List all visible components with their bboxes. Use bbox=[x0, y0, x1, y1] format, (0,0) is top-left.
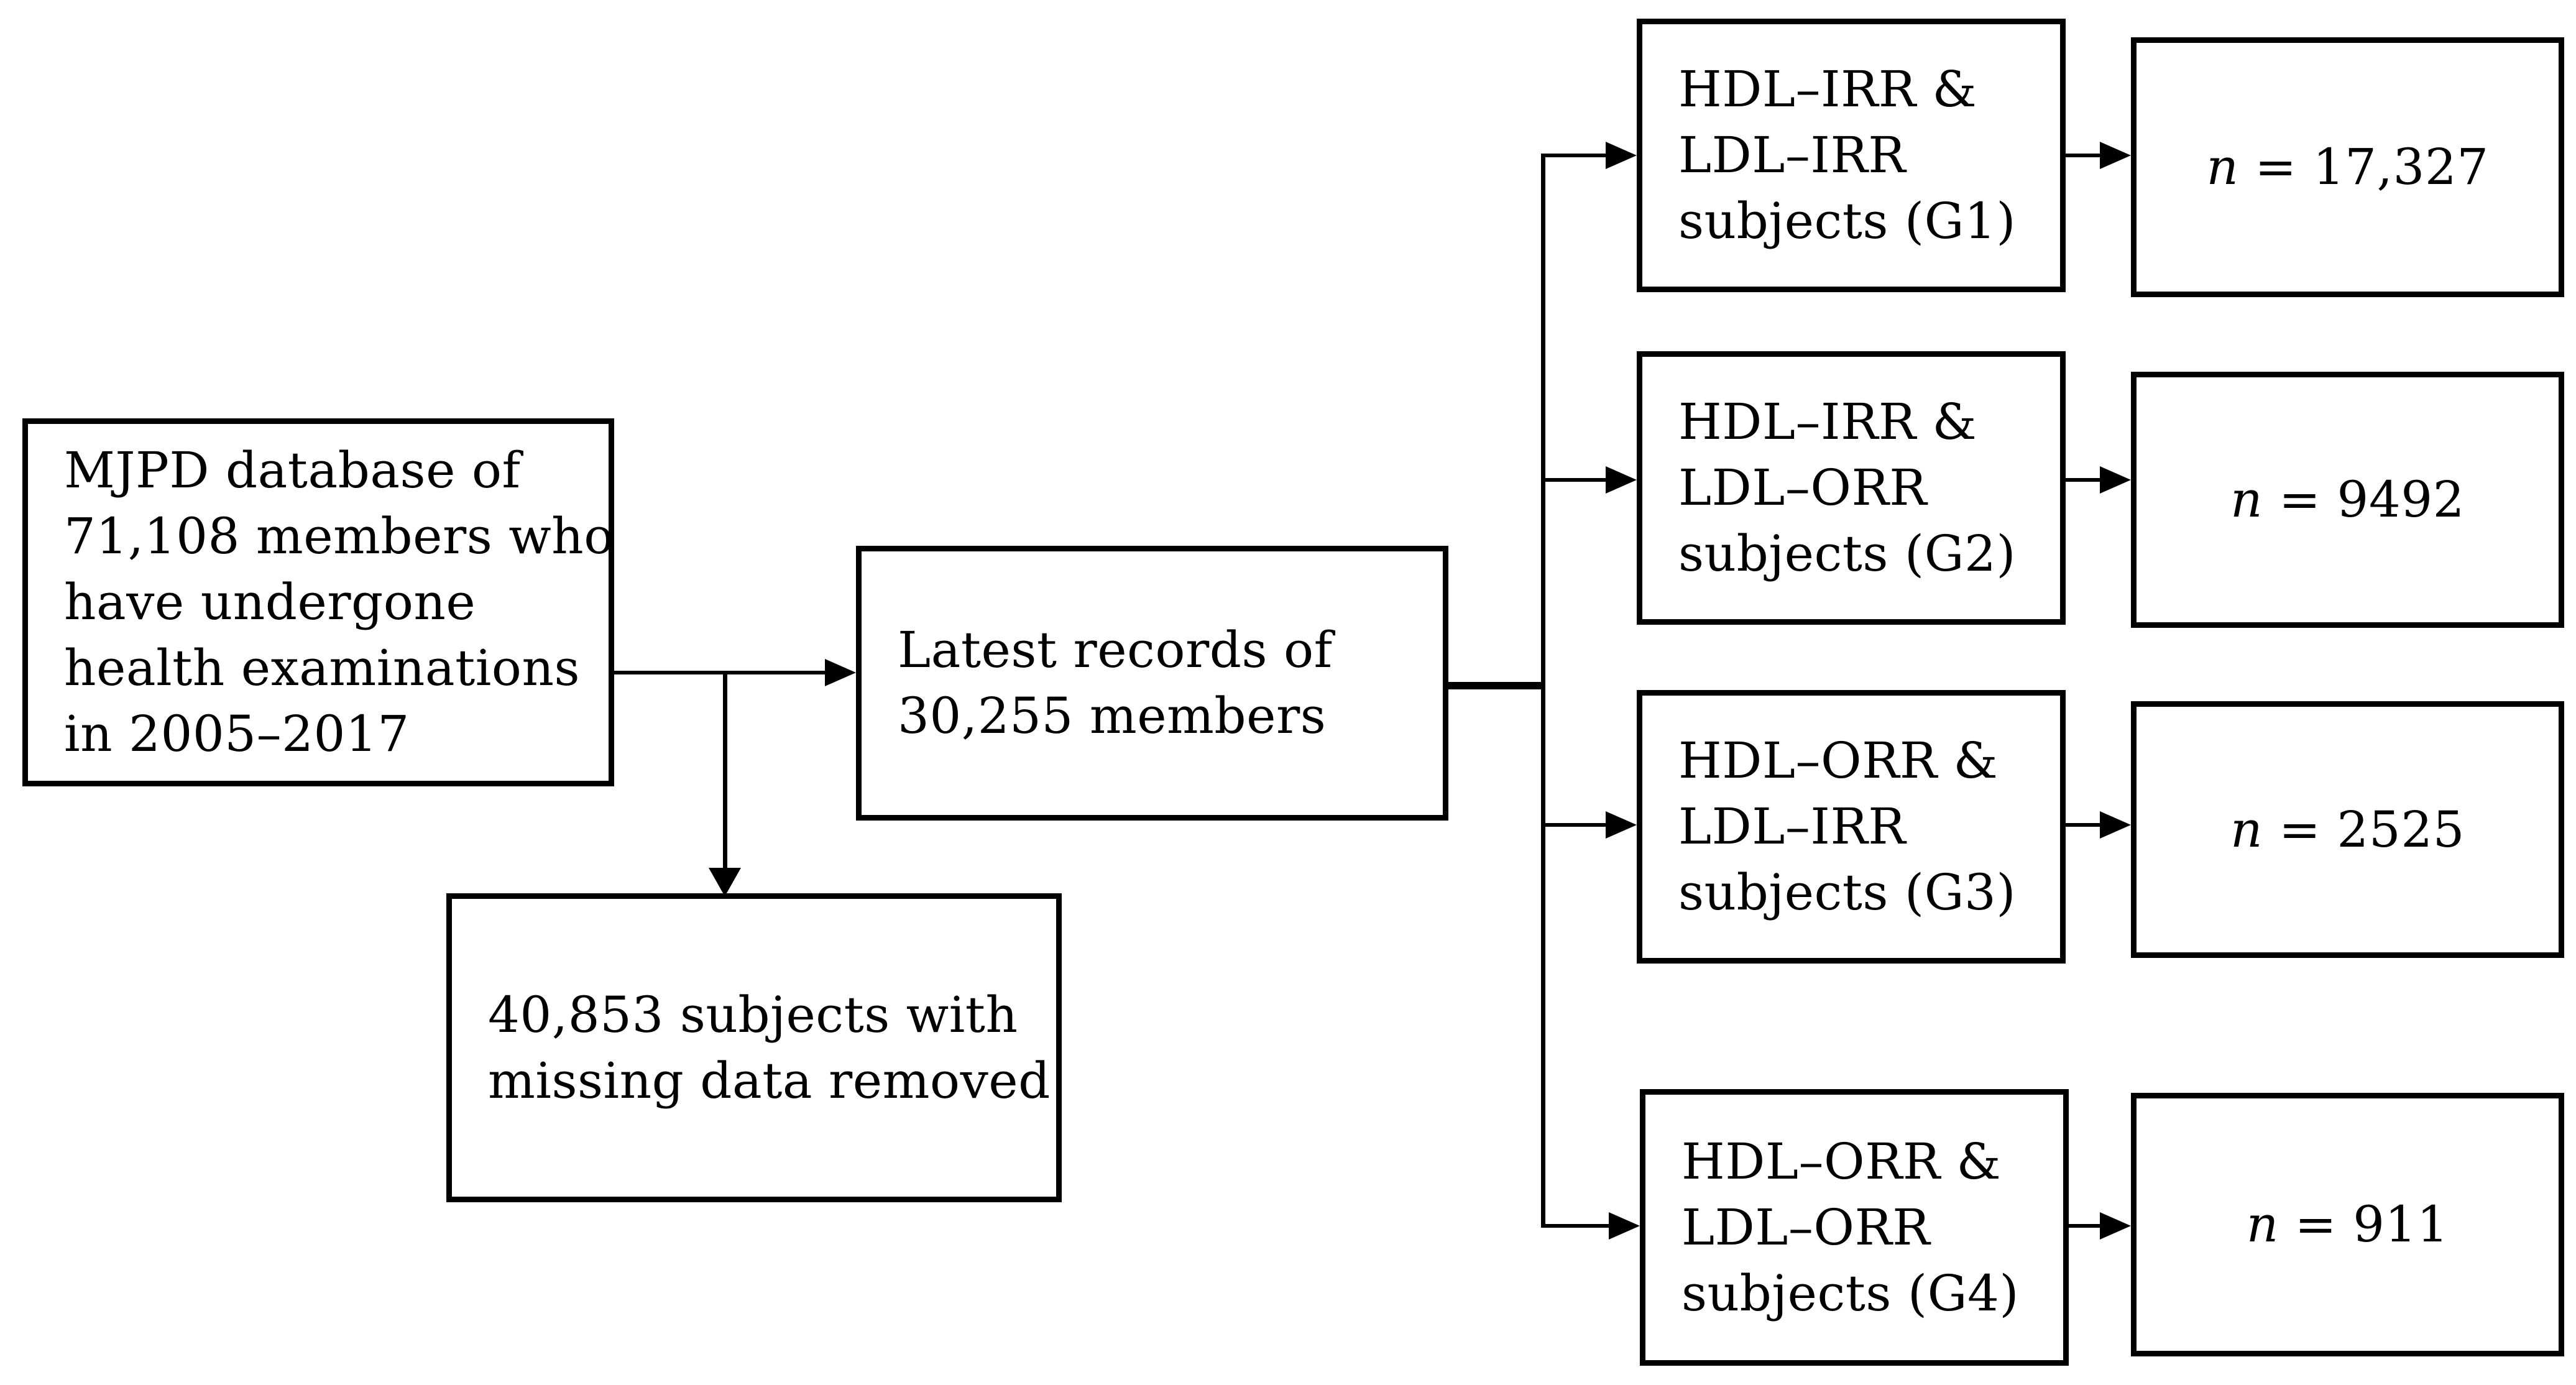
box-n-g1: n = 17,327 bbox=[2131, 37, 2564, 297]
box-n-g4: n = 911 bbox=[2131, 1093, 2564, 1356]
group-line: HDL–ORR & bbox=[1681, 1132, 2002, 1190]
removed-line: missing data removed bbox=[488, 1051, 1051, 1110]
n-number: = 17,327 bbox=[2255, 138, 2489, 196]
connector-down-to-removed-arrowhead bbox=[709, 868, 741, 896]
group-line: LDL–IRR bbox=[1678, 126, 1906, 184]
branch-to-g1 bbox=[1543, 154, 1609, 157]
branch-to-g2 bbox=[1543, 478, 1609, 482]
n-symbol: n bbox=[2206, 138, 2239, 196]
branch-to-g2-arrowhead bbox=[1606, 466, 1637, 494]
group-line: subjects (G2) bbox=[1678, 525, 2017, 582]
n-number: = 9492 bbox=[2278, 471, 2465, 528]
box-group-g3: HDL–ORR & LDL–IRR subjects (G3) bbox=[1637, 690, 2066, 964]
latest-line: Latest records of bbox=[898, 621, 1333, 679]
group-line: LDL–ORR bbox=[1678, 459, 1927, 517]
n-number: = 2525 bbox=[2278, 800, 2465, 858]
connector-g1-to-n bbox=[2066, 154, 2103, 157]
removed-line: 40,853 subjects with bbox=[488, 985, 1018, 1044]
branch-to-g3 bbox=[1543, 823, 1609, 827]
box-n-g3: n = 2525 bbox=[2131, 701, 2564, 958]
connector-trunk bbox=[1541, 154, 1545, 1228]
connector-g4-to-n bbox=[2069, 1224, 2103, 1228]
branch-to-g1-arrowhead bbox=[1606, 142, 1637, 169]
source-line: MJPD database of bbox=[64, 441, 521, 499]
branch-to-g3-arrowhead bbox=[1606, 811, 1637, 839]
group-line: HDL–IRR & bbox=[1678, 393, 1977, 451]
group-line: LDL–IRR bbox=[1678, 798, 1906, 855]
n-number: = 911 bbox=[2294, 1195, 2449, 1253]
connector-source-to-latest bbox=[614, 671, 828, 674]
connector-latest-to-trunk bbox=[1448, 682, 1545, 689]
source-line: 71,108 members who bbox=[64, 507, 614, 565]
n-value: n = 17,327 bbox=[2206, 134, 2488, 200]
box-group-g4: HDL–ORR & LDL–ORR subjects (G4) bbox=[1640, 1089, 2069, 1366]
group-line: subjects (G1) bbox=[1678, 192, 2017, 250]
group-line: HDL–ORR & bbox=[1678, 732, 1999, 789]
branch-to-g4-arrowhead bbox=[1609, 1212, 1640, 1240]
connector-g2-to-n bbox=[2066, 478, 2103, 482]
connector-source-to-latest-arrowhead bbox=[825, 659, 856, 686]
connector-g1-to-n-arrowhead bbox=[2100, 142, 2131, 169]
box-latest-records: Latest records of 30,255 members bbox=[856, 546, 1448, 821]
n-symbol: n bbox=[2230, 471, 2263, 528]
n-value: n = 9492 bbox=[2230, 467, 2465, 533]
box-group-g2: HDL–IRR & LDL–ORR subjects (G2) bbox=[1637, 351, 2066, 625]
box-group-g1: HDL–IRR & LDL–IRR subjects (G1) bbox=[1637, 19, 2066, 292]
group-line: HDL–IRR & bbox=[1678, 60, 1977, 118]
box-n-g2: n = 9492 bbox=[2131, 372, 2564, 628]
n-value: n = 911 bbox=[2247, 1192, 2449, 1258]
box-source-database: MJPD database of 71,108 members who have… bbox=[22, 418, 614, 786]
connector-g3-to-n bbox=[2066, 823, 2103, 827]
connector-g4-to-n-arrowhead bbox=[2100, 1212, 2131, 1240]
n-symbol: n bbox=[2230, 800, 2263, 858]
group-line: subjects (G4) bbox=[1681, 1264, 2020, 1322]
group-line: subjects (G3) bbox=[1678, 863, 2017, 921]
connector-g2-to-n-arrowhead bbox=[2100, 466, 2131, 494]
connector-down-to-removed bbox=[723, 671, 727, 870]
group-line: LDL–ORR bbox=[1681, 1198, 1930, 1256]
n-value: n = 2525 bbox=[2230, 797, 2465, 863]
branch-to-g4 bbox=[1543, 1224, 1612, 1228]
source-line: health examinations bbox=[64, 639, 581, 697]
latest-line: 30,255 members bbox=[898, 687, 1327, 745]
source-line: in 2005–2017 bbox=[64, 705, 410, 763]
box-missing-data-removed: 40,853 subjects with missing data remove… bbox=[446, 893, 1062, 1202]
connector-g3-to-n-arrowhead bbox=[2100, 811, 2131, 839]
n-symbol: n bbox=[2246, 1195, 2279, 1253]
source-line: have undergone bbox=[64, 573, 476, 631]
